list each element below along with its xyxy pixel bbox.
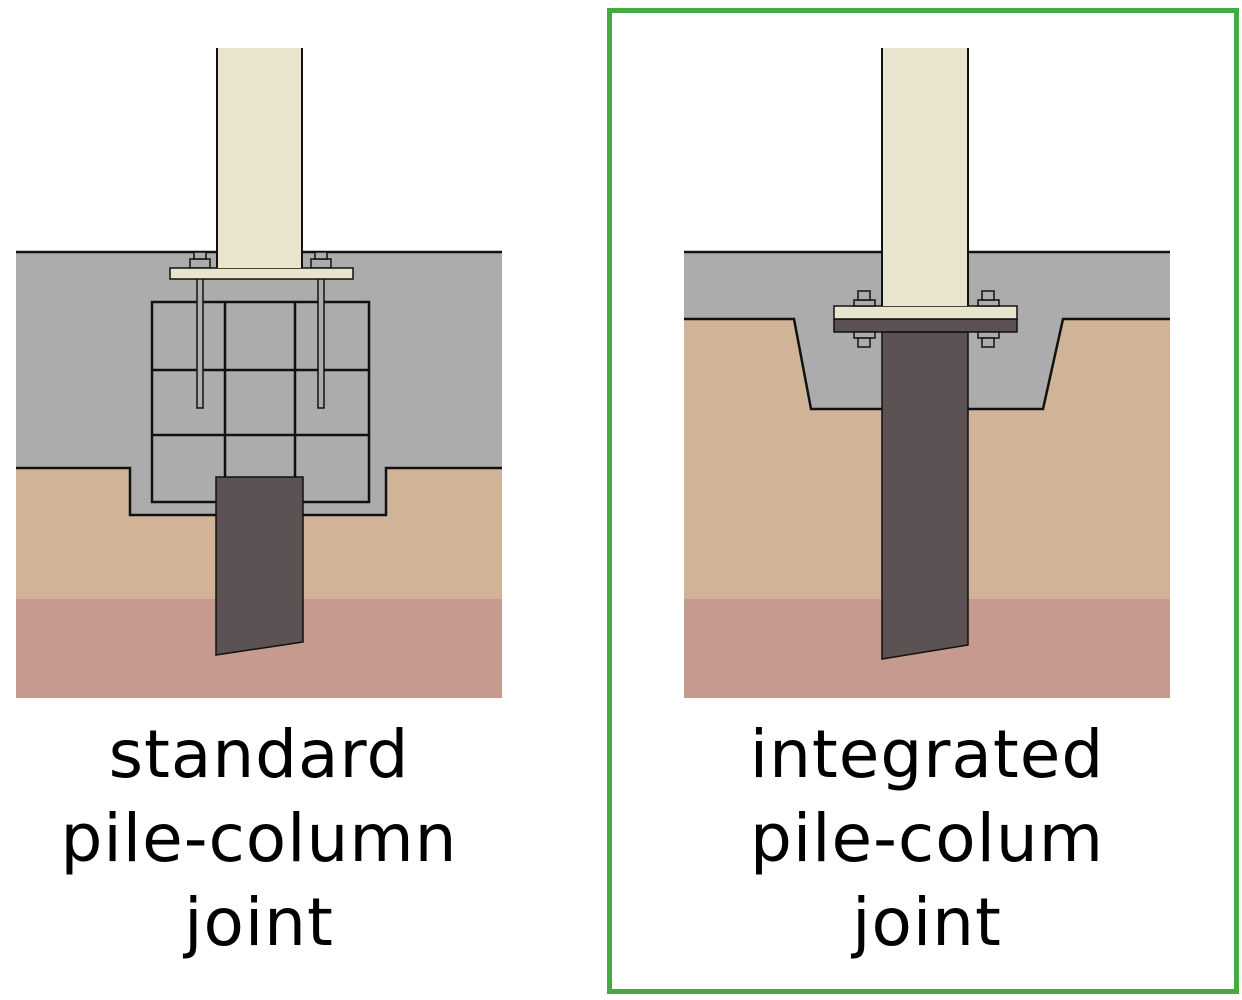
- flange-bolts: [853, 290, 1000, 348]
- integrated-joint-diagram: [684, 48, 1170, 698]
- steel-column-outline: [881, 48, 969, 306]
- base-plate: [169, 267, 354, 280]
- standard-joint-caption: standard pile-column joint: [16, 713, 502, 965]
- rebar-cage: [150, 300, 371, 504]
- caption-line: joint: [184, 884, 334, 961]
- pile: [215, 476, 304, 656]
- caption-line: joint: [852, 884, 1002, 961]
- caption-line: standard: [108, 716, 410, 793]
- concrete-pile-cap: [16, 252, 502, 515]
- standard-joint-diagram: [16, 48, 502, 698]
- integrated-joint-caption: integrated pile-colum joint: [684, 713, 1170, 965]
- highlight-frame: [607, 8, 1239, 994]
- caption-line: pile-colum: [749, 800, 1105, 877]
- caption-line: integrated: [749, 716, 1105, 793]
- caption-line: pile-column: [60, 800, 458, 877]
- steel-column: [882, 48, 968, 306]
- steel-column: [217, 48, 302, 268]
- steel-column-outline: [216, 48, 303, 268]
